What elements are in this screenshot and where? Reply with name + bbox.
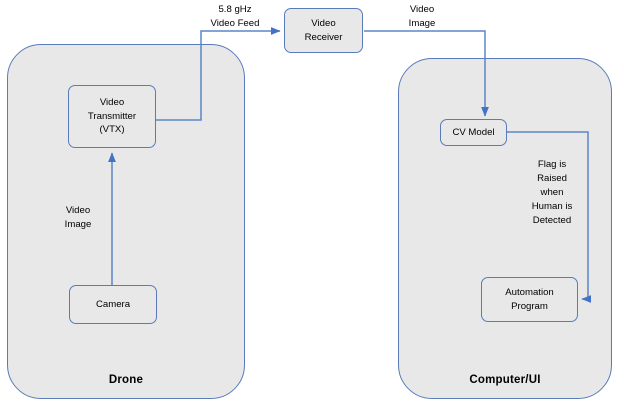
node-cv-model[interactable]: CV Model bbox=[440, 119, 507, 146]
node-automation-program-label: Automation Program bbox=[505, 286, 554, 312]
container-computer bbox=[398, 58, 612, 399]
container-computer-label: Computer/UI bbox=[469, 374, 541, 386]
node-video-transmitter-label: Video Transmitter (VTX) bbox=[87, 96, 137, 136]
node-cv-model-label: CV Model bbox=[452, 126, 495, 138]
node-video-transmitter[interactable]: Video Transmitter (VTX) bbox=[68, 85, 156, 148]
node-automation-program[interactable]: Automation Program bbox=[481, 277, 578, 322]
edge-label-receiver-to-cv: Video Image bbox=[408, 4, 436, 29]
node-camera[interactable]: Camera bbox=[69, 285, 157, 324]
edge-label-camera-to-vtx: Video Image bbox=[64, 205, 92, 230]
node-camera-label: Camera bbox=[95, 298, 131, 310]
container-drone-label: Drone bbox=[108, 374, 144, 386]
edge-label-vtx-to-receiver: 5.8 gHz Video Feed bbox=[210, 4, 260, 29]
edge-label-cv-to-automation: Flag is Raised when Human is Detected bbox=[531, 159, 573, 226]
node-video-receiver-label: Video Receiver bbox=[304, 17, 343, 43]
node-video-receiver[interactable]: Video Receiver bbox=[284, 8, 363, 53]
